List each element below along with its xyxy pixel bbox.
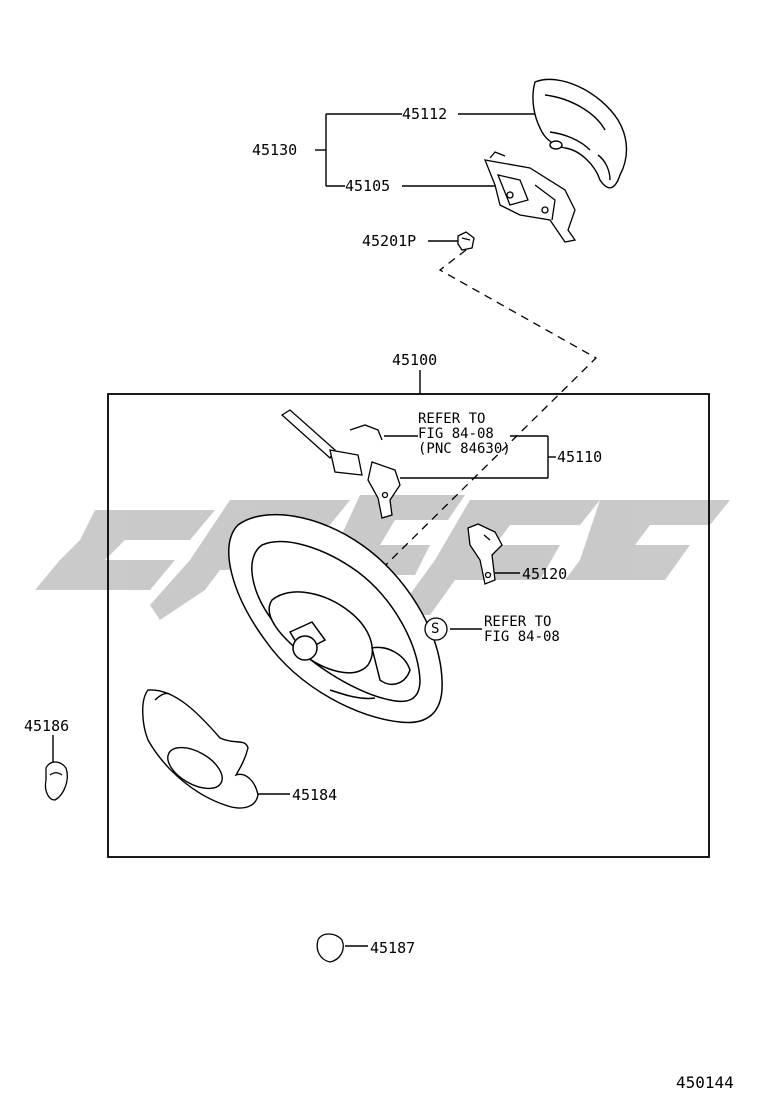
- dashed-route: [339, 249, 598, 611]
- refer-top-line2: FIG 84-08: [418, 426, 494, 442]
- label-45112: 45112: [402, 105, 448, 123]
- assembly-box-45100: [107, 393, 710, 858]
- refer-top-line1: REFER TO: [418, 411, 486, 427]
- refer-s-line2: FIG 84-08: [484, 629, 560, 645]
- label-45120: 45120: [522, 565, 568, 583]
- lower-switch-part: [467, 523, 503, 585]
- label-45201p: 45201P: [362, 232, 417, 250]
- refer-s-line1: REFER TO: [484, 614, 552, 630]
- label-45130: 45130: [252, 141, 298, 159]
- label-45105: 45105: [345, 177, 391, 195]
- clip-part: [44, 761, 68, 801]
- s-symbol-circle: [424, 617, 448, 641]
- steering-pad-cover-part: [532, 78, 628, 189]
- label-45110: 45110: [557, 448, 603, 466]
- nut-part: [457, 231, 475, 251]
- switch-assembly-part: [280, 409, 401, 519]
- label-45184: 45184: [292, 786, 338, 804]
- steering-wheel-part: [228, 513, 443, 724]
- diagram-id: 450144: [676, 1073, 734, 1092]
- s-symbol-letter: S: [431, 621, 440, 637]
- label-45100: 45100: [392, 351, 438, 369]
- label-45187: 45187: [370, 939, 416, 957]
- lower-cover-part: [142, 689, 259, 809]
- plug-part: [316, 933, 344, 963]
- refer-top-line3: (PNC 84630): [418, 441, 511, 457]
- label-45186: 45186: [24, 717, 70, 735]
- mount-bracket-part: [483, 151, 577, 243]
